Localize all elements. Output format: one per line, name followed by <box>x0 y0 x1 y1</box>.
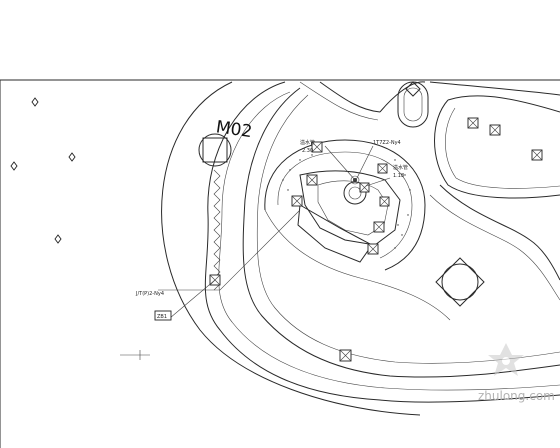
leader-lines <box>158 145 391 319</box>
drawing-frame <box>0 79 560 448</box>
tree-planter-left <box>198 133 232 167</box>
note-overflow-right: 溢水管 <box>393 164 408 171</box>
pill-planter <box>397 81 429 128</box>
tree-planter-right <box>435 257 485 307</box>
scatter-markers <box>10 97 76 244</box>
tag-box-label: ZB1 <box>157 314 167 320</box>
path-edge-chevrons <box>213 169 221 291</box>
note-overflow-top: 溢水管 <box>300 139 315 146</box>
left-curved-path <box>204 81 560 403</box>
note-callout-left: J/T(P)2-Ny4 <box>135 291 164 297</box>
watermark-text: zhulong.com <box>478 389 555 403</box>
central-plaza <box>264 139 451 321</box>
light-fixtures <box>209 117 543 362</box>
plaza-stipple <box>282 154 411 249</box>
note-elev-top: 2.30 <box>302 148 313 154</box>
tag-box: ZB1 <box>154 310 172 321</box>
outer-plaza-arc <box>161 81 421 416</box>
zhulong-logo-icon <box>488 343 524 376</box>
note-elev-right: 1.18 <box>393 173 404 179</box>
note-pipe-code: 1T7Z2-Ny4 <box>373 140 401 146</box>
right-island <box>379 81 560 301</box>
